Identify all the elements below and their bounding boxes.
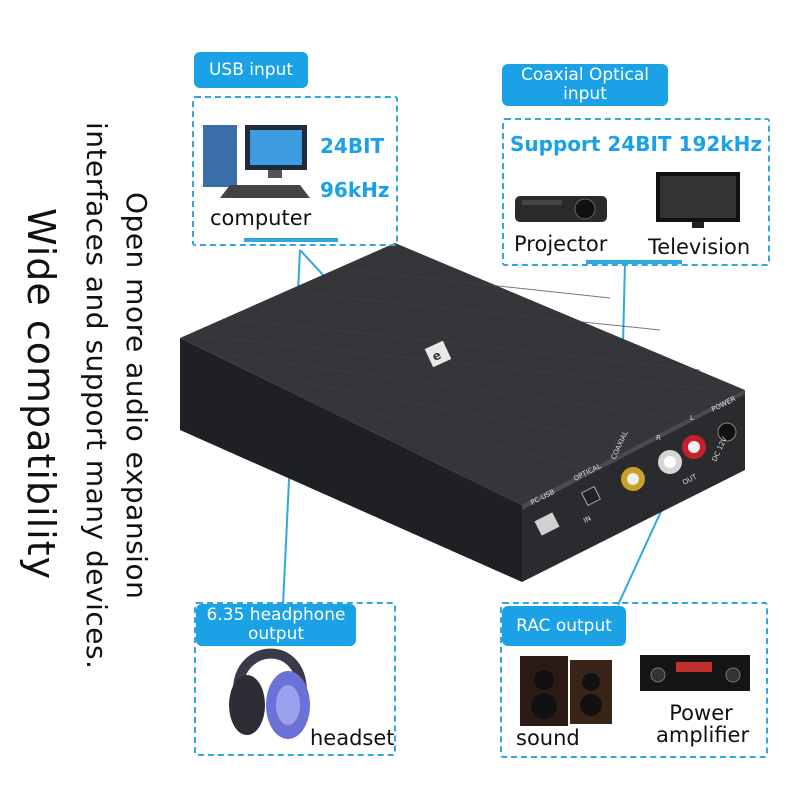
usb-callout-underline	[244, 238, 338, 242]
rac-output-callout	[500, 602, 768, 758]
panel-label-r: R	[656, 434, 661, 442]
usb-input-callout	[192, 96, 398, 246]
amplifier-icon	[640, 655, 750, 691]
television-icon	[656, 172, 740, 228]
sound-label: sound	[516, 726, 580, 750]
coax-callout-underline	[586, 260, 682, 264]
coax-optical-pill: Coaxial Optical input	[502, 64, 668, 106]
usb-input-pill: USB input	[194, 52, 308, 88]
projector-label: Projector	[514, 232, 608, 256]
panel-label-in: IN	[582, 514, 592, 524]
optical-port	[580, 485, 602, 507]
device-left-face	[180, 338, 522, 582]
projector-icon	[515, 196, 607, 222]
television-label: Television	[648, 235, 751, 259]
headset-icon	[229, 648, 310, 739]
computer-label: computer	[210, 206, 312, 230]
usb-b-port	[534, 512, 560, 536]
side-line-2: interfaces and support many devices.	[80, 122, 113, 670]
device-top-face	[180, 243, 745, 505]
rac-output-pill: RAC output	[502, 606, 626, 646]
headset-label: headset	[310, 726, 395, 750]
headphone-pill: 6.35 headphone output	[196, 604, 356, 646]
side-line-1: Open more audio expansion	[120, 192, 153, 600]
coax-support-spec: Support 24BIT 192kHz	[510, 132, 762, 156]
panel-label-l: L	[690, 414, 694, 422]
usb-sample-rate: 96kHz	[320, 178, 390, 202]
power-amplifier-label: Power amplifier	[656, 701, 750, 747]
speakers-icon	[520, 656, 612, 726]
usb-bit-depth: 24BIT	[320, 134, 385, 158]
coax-optical-callout	[502, 118, 770, 266]
brand-logo	[424, 340, 452, 368]
headphone-callout	[194, 602, 396, 756]
computer-icon	[203, 125, 310, 198]
power-jack	[717, 422, 737, 442]
side-title: Wide compatibility	[19, 208, 63, 581]
